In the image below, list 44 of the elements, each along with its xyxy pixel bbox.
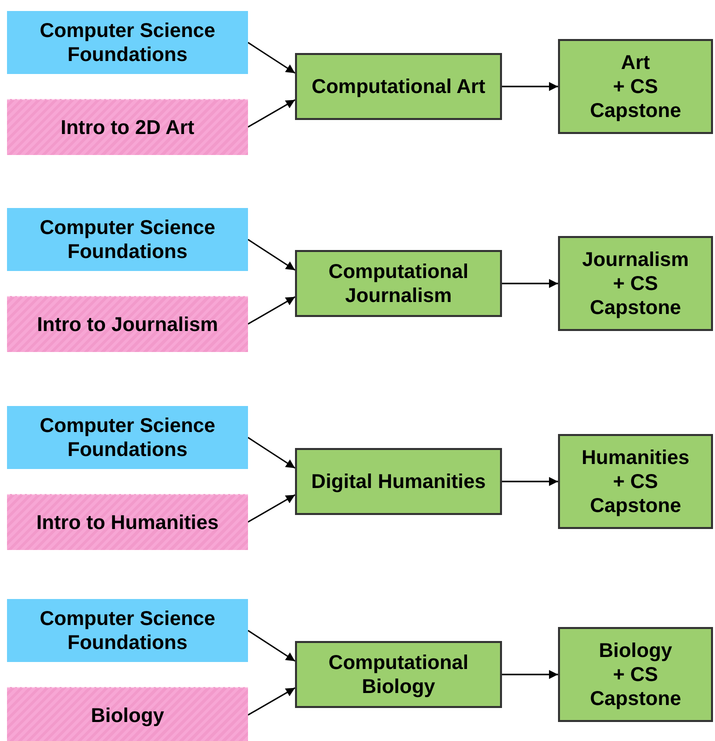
node-label: Biology [90,704,164,728]
node-label: Intro to 2D Art [60,116,194,140]
arrow [248,42,296,74]
arrow [248,630,296,662]
course-box [7,687,248,741]
arrow [248,296,296,325]
course-box [295,641,502,708]
arrow [502,670,558,679]
arrow [248,99,296,128]
course-box [7,494,248,550]
arrow [248,238,296,271]
node-label: Digital Humanities [311,470,486,494]
course-box [295,53,502,120]
course-box [295,250,502,317]
course-box [7,99,248,155]
course-box [295,448,502,515]
node-label: Computer Science Foundations [38,18,216,66]
node-label: Computational Journalism [328,260,470,308]
node-label: Art + CS Capstone [588,50,682,122]
course-box [7,296,248,352]
node-label: Humanities + CS Capstone [582,446,690,518]
capstone-box [558,39,713,134]
arrow [248,687,296,716]
arrow [502,279,558,288]
node-label: Computer Science Foundations [38,216,216,264]
node-label: Journalism + CS Capstone [582,248,689,320]
node-label: Intro to Journalism [36,312,218,336]
arrow [248,494,296,523]
course-box [7,406,248,469]
node-label: Computational Biology [328,650,470,698]
course-box [7,599,248,662]
node-label: Computer Science Foundations [38,414,216,462]
node-label: Biology + CS Capstone [588,638,682,710]
capstone-box [558,236,713,331]
arrow [502,82,558,91]
node-label: Computational Art [312,74,486,98]
node-label: Intro to Humanities [36,510,219,534]
course-box [7,11,248,74]
course-box [7,208,248,271]
capstone-box [558,627,713,722]
node-label: Computer Science Foundations [38,606,216,654]
arrow [502,477,558,486]
capstone-box [558,434,713,529]
arrow [248,436,296,469]
